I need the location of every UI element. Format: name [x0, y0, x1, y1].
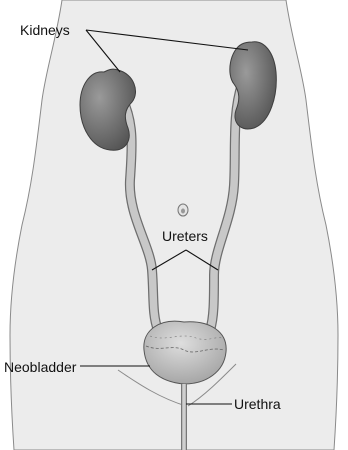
label-kidneys: Kidneys	[20, 22, 70, 38]
label-neobladder: Neobladder	[4, 359, 76, 375]
neobladder	[144, 321, 226, 384]
label-ureters: Ureters	[162, 228, 208, 244]
label-urethra: Urethra	[234, 396, 281, 412]
